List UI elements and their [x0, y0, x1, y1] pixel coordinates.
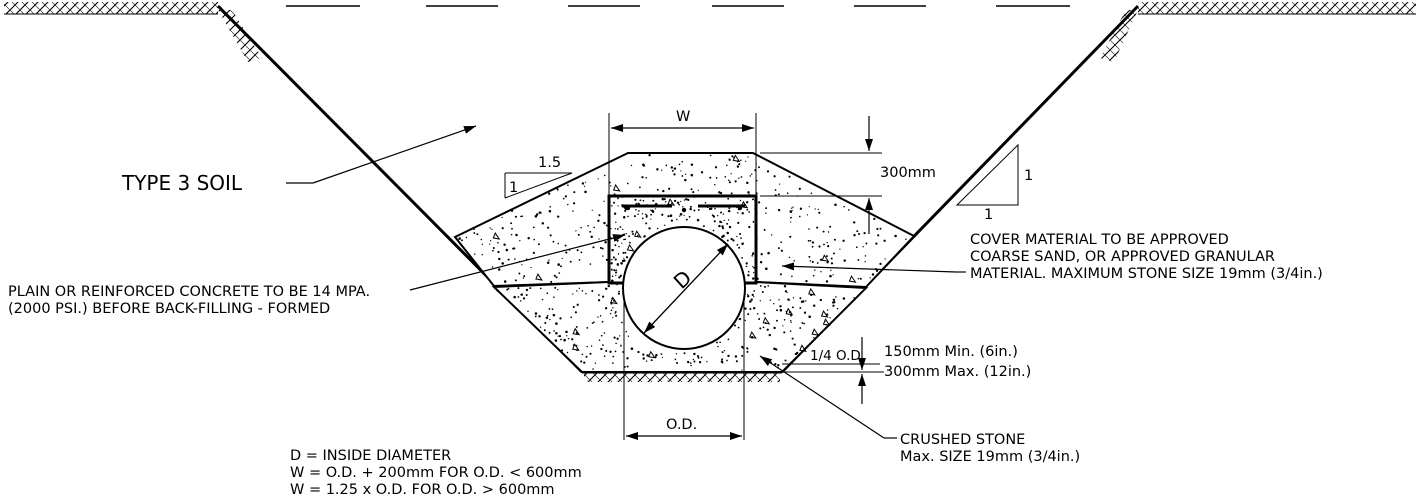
bedding-min-label: 150mm Min. (6in.)	[884, 344, 1018, 360]
stone-note-leader	[759, 355, 897, 439]
soil-type-label: TYPE 3 SOIL	[121, 171, 243, 195]
cover-depth-label: 300mm	[880, 165, 936, 181]
cover-note-line2: COARSE SAND, OR APPROVED GRANULAR	[970, 249, 1275, 265]
reinforcement-bars	[622, 204, 745, 213]
inside-diameter-arrow	[643, 243, 729, 334]
legend-line2: W = O.D. + 200mm FOR O.D. < 600mm	[290, 465, 582, 481]
ground-surface	[4, 2, 1416, 62]
outside-diameter-dimension	[623, 300, 745, 440]
stone-note-line1: CRUSHED STONE	[900, 432, 1025, 448]
slope-rise-label: 1	[509, 180, 518, 196]
cover-depth-dimension	[760, 116, 882, 234]
concrete-note-line1: PLAIN OR REINFORCED CONCRETE TO BE 14 MP…	[8, 284, 370, 300]
slope-indicator	[504, 172, 573, 199]
width-label: W	[676, 109, 690, 125]
trench-bottom-hatch	[584, 373, 780, 382]
slope-run-label: 1.5	[538, 155, 561, 171]
bedding-fraction-label: 1/4 O.D.	[810, 348, 865, 364]
legend-line1: D = INSIDE DIAMETER	[290, 448, 451, 464]
ratio-horizontal-label: 1	[984, 207, 993, 223]
ratio-vertical-label: 1	[1024, 168, 1033, 184]
width-dimension	[608, 113, 757, 196]
cover-note-line3: MATERIAL. MAXIMUM STONE SIZE 19mm (3/4in…	[970, 266, 1323, 282]
stone-note-line2: Max. SIZE 19mm (3/4in.)	[900, 449, 1080, 465]
bedding-dimension	[782, 337, 884, 404]
cover-note-line1: COVER MATERIAL TO BE APPROVED	[970, 232, 1229, 248]
stipple-texture	[458, 154, 907, 371]
legend-line3: W = 1.25 x O.D. FOR O.D. > 600mm	[290, 482, 555, 498]
ratio-triangle	[955, 143, 1019, 206]
concrete-note-line2: (2000 PSI.) BEFORE BACK-FILLING - FORMED	[8, 301, 330, 317]
bedding-max-label: 300mm Max. (12in.)	[884, 364, 1031, 380]
concrete-note-leader	[409, 234, 626, 291]
cover-note-leader	[781, 262, 966, 273]
outside-diameter-label: O.D.	[666, 417, 697, 433]
soil-callout-leader	[286, 125, 477, 184]
